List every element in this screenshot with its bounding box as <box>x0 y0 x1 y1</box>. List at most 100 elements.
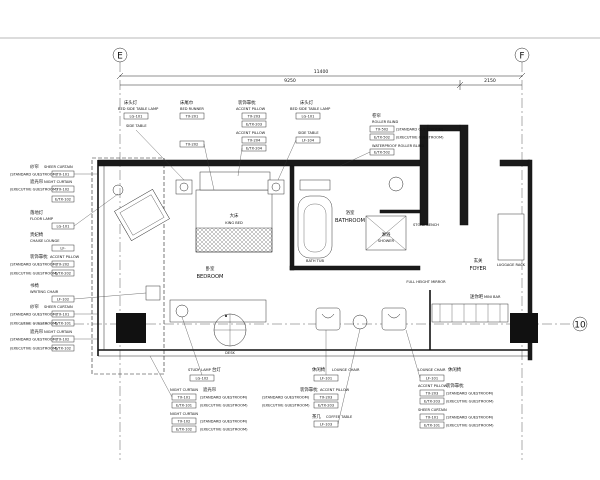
accent-pillow-r-cn: 装饰靠枕 <box>446 382 464 389</box>
night-curtain-en: NIGHT CURTAIN <box>44 180 72 184</box>
lounge-chair-r-en: LOUNGE CHAIR <box>418 368 446 372</box>
night-b-exec: (EXECUTIVE GUESTROOM) <box>200 404 248 408</box>
side-table-left <box>175 179 193 195</box>
lounge-chair-r-code: LF-101 <box>426 377 438 381</box>
sheer-r-std: (STANDARD GUESTROOM) <box>446 416 494 420</box>
bathroom-en: BATHROOM <box>335 218 365 224</box>
coffee-table <box>352 314 368 330</box>
left-callouts: 纱帘 SHEER CURTAIN TX-101 (STANDARD GUESTR… <box>10 163 147 352</box>
lounge-chair-r-cn: 休闲椅 <box>448 366 462 373</box>
sheer-l-en: SHEER CURTAIN <box>44 305 73 309</box>
bathroom-cn: 浴室 <box>346 209 355 216</box>
side-table2-en: SIDE TABLE <box>298 131 319 135</box>
toilet <box>388 176 404 192</box>
mini-bar <box>431 303 509 323</box>
top-callouts: 床头灯 BED SIDE TABLE LAMP LG-101 SIDE TABL… <box>118 99 444 191</box>
night-b2-exec: (EXECUTIVE GUESTROOM) <box>200 428 248 432</box>
grid-axes: E F 10 11400 9250 2150 <box>0 37 600 460</box>
sheer-std: (STANDARD GUESTROOM) <box>10 173 58 177</box>
axis-e-label: E <box>117 52 123 62</box>
roller-blind-code1: TX-502 <box>375 128 389 132</box>
night-code1: TX-102 <box>56 188 70 192</box>
column-right <box>510 313 538 343</box>
accent-pillow-l-en: ACCENT PILLOW <box>50 255 80 259</box>
bedside-lamp-code: LG-101 <box>130 115 143 119</box>
shower-cn: 淋浴 <box>382 231 391 238</box>
king-bed-en: KING BED <box>225 221 243 225</box>
bedside-lamp2-code: LG-101 <box>302 115 315 119</box>
bath-tub <box>297 195 333 259</box>
study-lamp-cn: 台灯 <box>212 366 221 373</box>
bedside-lamp-en: BED SIDE TABLE LAMP <box>118 107 159 111</box>
dim-total: 11400 <box>314 69 329 75</box>
accent-pillow-l-std: (STANDARD GUESTROOM) <box>10 263 58 267</box>
accent-pillow-l-code2: E/TX-202 <box>55 272 71 276</box>
night-b2-code1: TX-102 <box>177 420 191 424</box>
walls <box>91 124 538 375</box>
lounge-chair-en: LOUNGE CHAIR <box>332 368 360 372</box>
accent-pillow-r-exec: (EXECUTIVE GUESTROOM) <box>446 400 494 404</box>
night-b2-en: NIGHT CURTAIN <box>170 412 198 416</box>
sheer-l-code2: E/TX-101 <box>55 322 71 326</box>
night-b-std: (STANDARD GUESTROOM) <box>200 396 248 400</box>
floor-lamp-en: FLOOR LAMP <box>30 217 54 221</box>
axis-10-label: 10 <box>574 321 586 331</box>
shower-en: SHOWER <box>378 239 395 243</box>
bath-tub-label: BATH TUB <box>306 259 325 263</box>
night-curtain-cn: 遮光帘 <box>30 178 44 185</box>
accent-pillow-en: ACCENT PILLOW <box>236 107 266 111</box>
roller-blind-code2: E/TX-502 <box>374 136 390 140</box>
accent-pillow-r-en: ACCENT PILLOW <box>418 384 448 388</box>
waterproof-en: WATERPROOF ROLLER BLIND <box>372 144 424 148</box>
coffee-table-cn: 茶几 <box>312 413 321 420</box>
sheer-l-cn: 纱帘 <box>30 303 39 310</box>
foyer-cn: 玄关 <box>474 257 483 264</box>
bed-runner-cn: 床尾巾 <box>180 99 193 106</box>
dim-left: 9250 <box>284 78 296 84</box>
writing-chair <box>145 285 161 301</box>
accent-pillow-r-std: (STANDARD GUESTROOM) <box>446 392 494 396</box>
luggage-rack <box>497 213 525 261</box>
accent-pillow-b-cn: 装饰靠枕 <box>300 386 318 393</box>
accent-pillow-b-code1: TX-203 <box>319 396 333 400</box>
accent-pillow-code4: E/TX-204 <box>246 147 263 151</box>
night-l-code2: E/TX-102 <box>55 347 71 351</box>
bedroom-cn: 卧室 <box>206 265 215 272</box>
sheer-r-en: SHEER CURTAIN <box>418 408 447 412</box>
accent-pillow-b-en: ACCENT PILLOW <box>320 388 350 392</box>
writing-chair-cn: 书椅 <box>30 282 39 289</box>
night-b-code1: TX-101 <box>177 396 191 400</box>
luggage-rack-label: LUGGAGE RACK <box>497 263 526 267</box>
accent-pillow-r-code2: E/TX-203 <box>424 400 440 404</box>
night-b-code2: E/TX-101 <box>176 404 192 408</box>
bedroom-en: BEDROOM <box>196 274 223 280</box>
side-table2-code: LF-104 <box>302 139 315 143</box>
side-table-en: SIDE TABLE <box>126 124 147 128</box>
accent-pillow-code2: E/TX-203 <box>246 123 262 127</box>
writing-chair-en: WRITING CHAIR <box>30 290 59 294</box>
night-l-code1: TX-102 <box>56 338 70 342</box>
roller-blind-std: (STANDARD GUESTROOM) <box>396 128 444 132</box>
sheer-code1: TX-101 <box>56 173 70 177</box>
bed-runner-en: BED RUNNER <box>180 107 204 111</box>
bottom-callouts: STUDY LAMP 台灯 LG-102 NIGHT CURTAIN 遮光帘 T… <box>149 293 501 433</box>
chaise-code: LF- <box>60 247 66 251</box>
column-left <box>116 313 146 343</box>
roller-blind-en: ROLLER BLIND <box>372 120 398 124</box>
bedside-lamp2-en: BED SIDE TABLE LAMP <box>290 107 331 111</box>
night-l-std: (STANDARD GUESTROOM) <box>10 338 58 342</box>
accent-pillow-b-code2: E/TX-203 <box>318 404 334 408</box>
accent-pillow-code1: TX-203 <box>247 115 261 119</box>
king-bed-cn: 大床 <box>230 212 239 219</box>
room-names: 卧室 BEDROOM 浴室 BATHROOM 玄关 FOYER 淋浴 SHOWE… <box>196 209 486 284</box>
writing-chair-code: LF-102 <box>57 298 69 302</box>
foyer-en: FOYER <box>470 266 487 272</box>
sheer-l-code1: TX-101 <box>56 313 70 317</box>
night-code2: E/TX-102 <box>55 198 71 202</box>
accent-pillow-code3: TX-204 <box>247 139 261 143</box>
night-b2-std: (STANDARD GUESTROOM) <box>200 420 248 424</box>
study-lamp-en: STUDY LAMP <box>188 368 212 372</box>
night-l-exec: (EXECUTIVE GUESTROOM) <box>10 347 58 351</box>
sheer-curtain-en: SHEER CURTAIN <box>44 165 73 169</box>
